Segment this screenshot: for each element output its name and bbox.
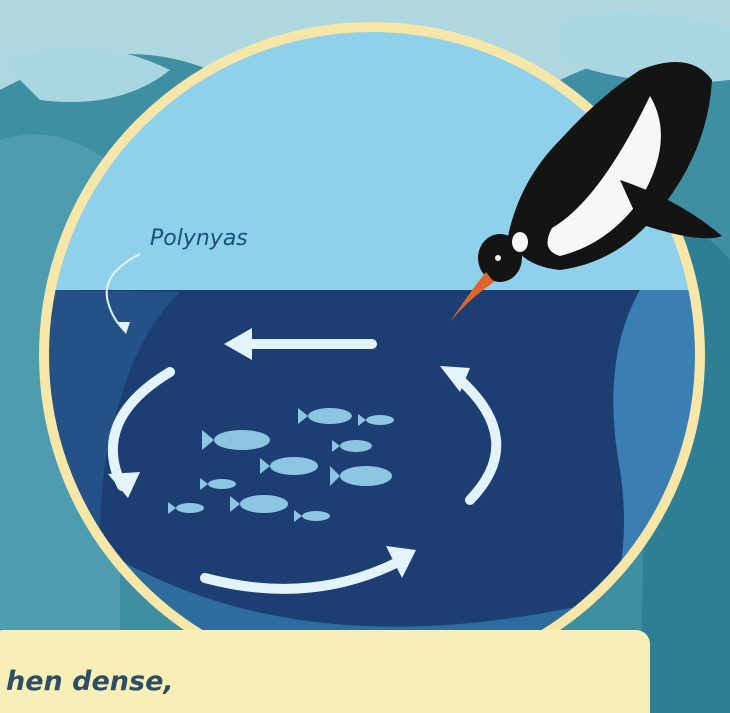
polynyas-label: Polynyas bbox=[150, 226, 248, 251]
caption-text: hen dense, bbox=[6, 666, 174, 697]
